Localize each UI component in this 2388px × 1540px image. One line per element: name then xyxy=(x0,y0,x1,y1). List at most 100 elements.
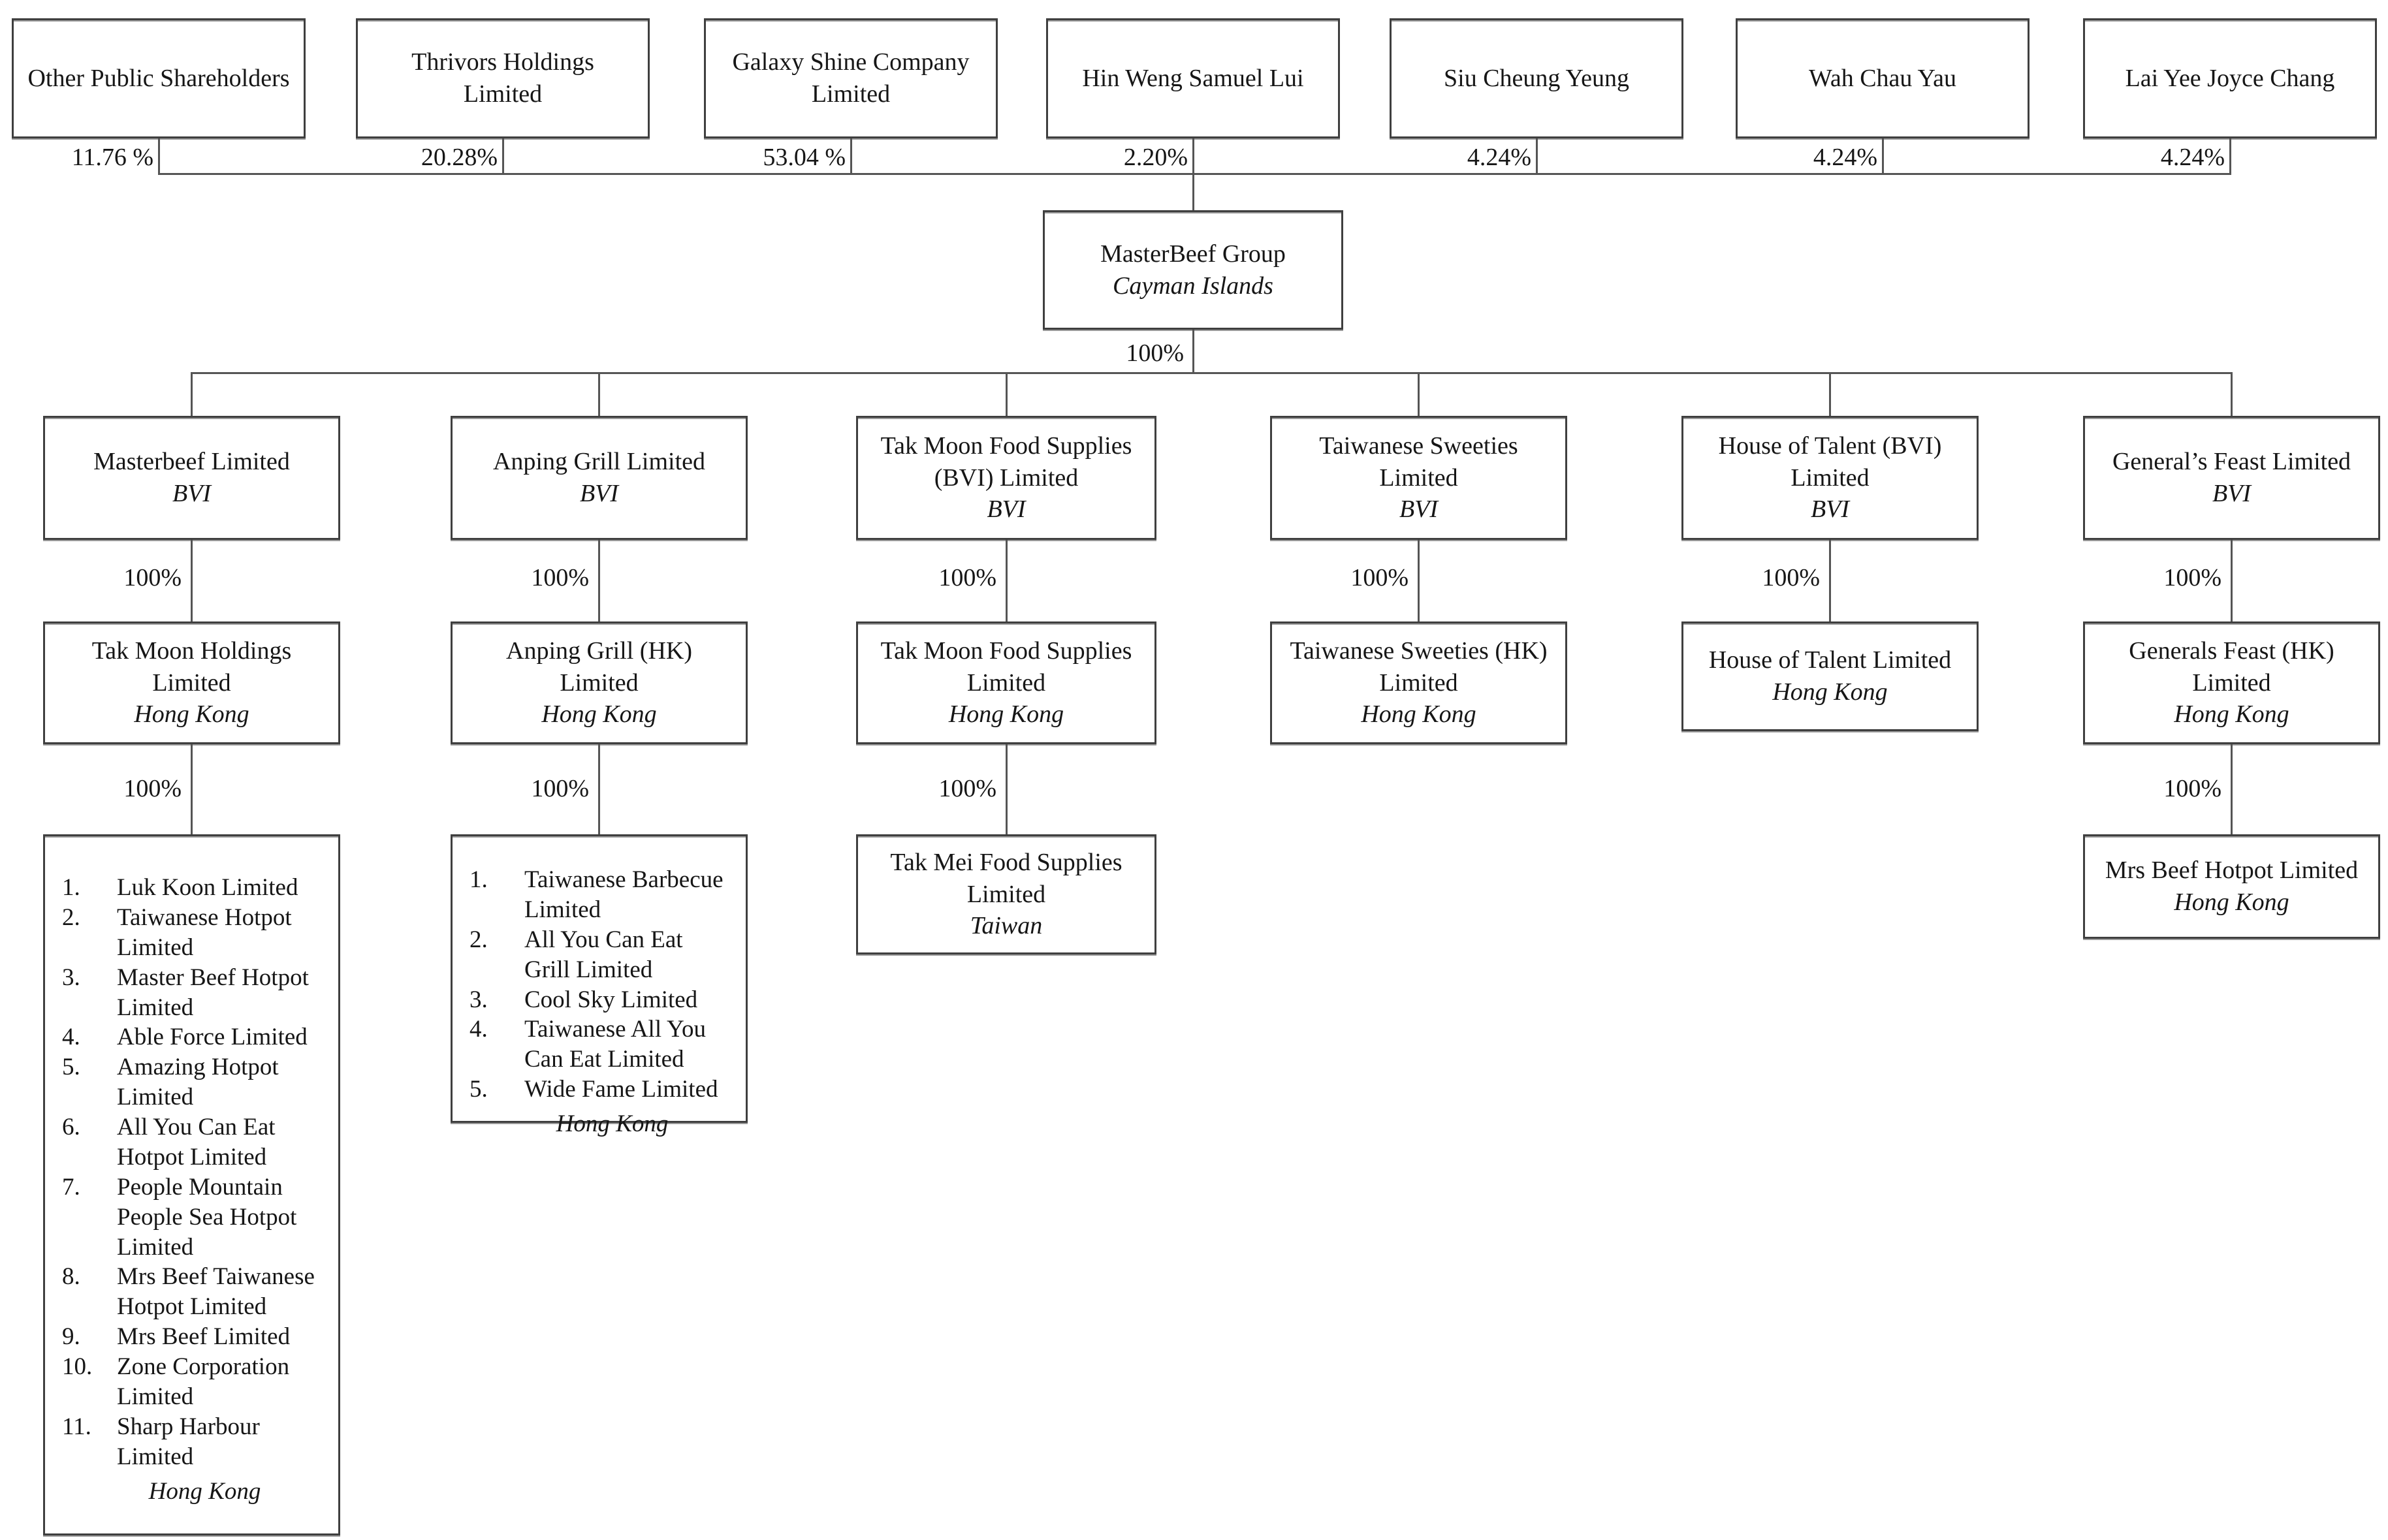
percent-label: 11.76 % xyxy=(71,144,153,171)
subsidiary-list-box-anping-grill: Taiwanese Barbecue Limited All You Can E… xyxy=(451,834,748,1137)
percent-label: 53.04 % xyxy=(763,144,846,171)
company-box-tak-moon-food-supplies: Tak Moon Food Supplies Limited Hong Kong xyxy=(856,621,1156,744)
subsidiary-list: Taiwanese Barbecue Limited All You Can E… xyxy=(453,836,746,1105)
company-name: Anping Grill (HK) Limited xyxy=(506,637,692,697)
list-item: Mrs Beef Limited xyxy=(117,1323,291,1351)
percent-label: 2.20% xyxy=(1123,144,1188,171)
connector-line xyxy=(1829,372,1831,416)
connector-line xyxy=(1418,540,1420,621)
ownership-label: 100% xyxy=(123,775,182,802)
jurisdiction-label: Hong Kong xyxy=(541,700,657,729)
company-name: Tak Moon Food Supplies Limited xyxy=(880,637,1132,697)
company-name: MasterBeef Group xyxy=(1100,240,1286,268)
shareholder-box-siu-cheung-yeung: Siu Cheung Yeung xyxy=(1390,18,1683,138)
connector-line xyxy=(2231,540,2233,621)
ownership-label: 100% xyxy=(1762,564,1820,591)
company-name: Tak Moon Holdings Limited xyxy=(91,637,292,697)
parent-company-box: MasterBeef Group Cayman Islands xyxy=(1043,210,1343,330)
company-box-house-of-talent: House of Talent Limited Hong Kong xyxy=(1681,621,1979,731)
shareholder-box-other-public: Other Public Shareholders xyxy=(12,18,306,138)
connector-line xyxy=(1829,540,1831,621)
connector-line xyxy=(1418,372,1420,416)
connector-line xyxy=(2231,744,2233,834)
connector-line xyxy=(2229,138,2231,175)
connector-line xyxy=(1006,540,1008,621)
company-box-taiwanese-sweeties-hk: Taiwanese Sweeties (HK) Limited Hong Kon… xyxy=(1270,621,1567,744)
company-name: Tak Mei Food Supplies Limited xyxy=(890,849,1122,908)
jurisdiction-label: BVI xyxy=(1399,495,1439,524)
connector-line xyxy=(1882,138,1884,175)
jurisdiction-label: Hong Kong xyxy=(948,700,1064,729)
jurisdiction-label: Hong Kong xyxy=(134,700,249,729)
list-item: Master Beef Hotpot Limited xyxy=(117,964,309,1021)
ownership-label: 100% xyxy=(531,564,589,591)
list-item: Luk Koon Limited xyxy=(117,874,298,901)
company-box-generals-feast-hk: Generals Feast (HK) Limited Hong Kong xyxy=(2083,621,2380,744)
list-item: People Mountain People Sea Hotpot Limite… xyxy=(117,1173,297,1261)
jurisdiction-label: Hong Kong xyxy=(2174,888,2289,916)
shareholder-box-hin-weng-samuel-lui: Hin Weng Samuel Lui xyxy=(1046,18,1340,138)
list-item: Taiwanese Barbecue Limited xyxy=(524,866,724,923)
list-item: Zone Corporation Limited xyxy=(117,1353,290,1410)
connector-line xyxy=(191,540,193,621)
connector-line xyxy=(502,138,504,175)
company-box-tak-mei-food-supplies: Tak Mei Food Supplies Limited Taiwan xyxy=(856,834,1156,954)
ownership-label: 100% xyxy=(938,775,996,802)
company-name: Hin Weng Samuel Lui xyxy=(1082,64,1304,92)
list-item: Able Force Limited xyxy=(117,1024,308,1051)
company-name: Lai Yee Joyce Chang xyxy=(2125,64,2335,92)
connector-line xyxy=(1192,173,1194,210)
jurisdiction-label: BVI xyxy=(987,495,1026,524)
company-box-anping-grill-hk: Anping Grill (HK) Limited Hong Kong xyxy=(451,621,748,744)
connector-line xyxy=(598,744,600,834)
company-name: General’s Feast Limited xyxy=(2112,448,2351,476)
company-box-anping-grill-limited: Anping Grill Limited BVI xyxy=(451,416,748,540)
connector-line xyxy=(1006,372,1008,416)
company-name: Tak Moon Food Supplies (BVI) Limited xyxy=(880,432,1132,492)
list-item: Mrs Beef Taiwanese Hotpot Limited xyxy=(117,1263,315,1321)
list-item: Wide Fame Limited xyxy=(524,1076,718,1103)
connector-line xyxy=(191,372,193,416)
ownership-label: 100% xyxy=(531,775,589,802)
ownership-label: 100% xyxy=(938,564,996,591)
jurisdiction-label: Hong Kong xyxy=(1361,700,1476,729)
company-name: Masterbeef Limited xyxy=(93,448,290,476)
company-box-mrs-beef-hotpot: Mrs Beef Hotpot Limited Hong Kong xyxy=(2083,834,2380,939)
percent-label: 4.24% xyxy=(1467,144,1531,171)
company-name: Generals Feast (HK) Limited xyxy=(2129,637,2334,697)
jurisdiction-label: Hong Kong xyxy=(556,1110,669,1137)
connector-line xyxy=(598,372,600,416)
ownership-label: 100% xyxy=(1350,564,1409,591)
percent-label: 4.24% xyxy=(2160,144,2225,171)
ownership-label: 100% xyxy=(123,564,182,591)
company-name: Siu Cheung Yeung xyxy=(1444,64,1629,92)
connector-line xyxy=(191,744,193,834)
company-name: House of Talent (BVI) Limited xyxy=(1718,432,1942,492)
company-box-generals-feast-limited: General’s Feast Limited BVI xyxy=(2083,416,2380,540)
company-box-taiwanese-sweeties-limited: Taiwanese Sweeties Limited BVI xyxy=(1270,416,1567,540)
jurisdiction-label: Hong Kong xyxy=(148,1477,261,1505)
company-box-tak-moon-holdings: Tak Moon Holdings Limited Hong Kong xyxy=(43,621,340,744)
jurisdiction-label: Taiwan xyxy=(970,912,1043,940)
company-name: Galaxy Shine Company Limited xyxy=(732,48,970,108)
connector-line xyxy=(158,173,2231,175)
list-item: All You Can Eat Hotpot Limited xyxy=(117,1114,276,1171)
ownership-label: 100% xyxy=(2163,775,2221,802)
company-name: Thrivors Holdings Limited xyxy=(411,48,594,108)
list-item: Sharp Harbour Limited xyxy=(117,1413,260,1470)
company-name: Taiwanese Sweeties (HK) Limited xyxy=(1290,637,1548,697)
company-name: Mrs Beef Hotpot Limited xyxy=(2105,856,2359,885)
jurisdiction-label: BVI xyxy=(172,480,212,507)
shareholder-box-wah-chau-yau: Wah Chau Yau xyxy=(1736,18,2030,138)
jurisdiction-label: BVI xyxy=(1810,495,1850,524)
connector-line xyxy=(598,540,600,621)
list-item: Taiwanese Hotpot Limited xyxy=(117,904,292,961)
jurisdiction-label: BVI xyxy=(2212,480,2252,507)
ownership-label: 100% xyxy=(2163,564,2221,591)
subsidiary-list: Luk Koon Limited Taiwanese Hotpot Limite… xyxy=(45,836,338,1472)
jurisdiction-label: BVI xyxy=(579,480,619,507)
percent-label: 20.28% xyxy=(421,144,498,171)
connector-line xyxy=(1536,138,1538,175)
percent-label: 4.24% xyxy=(1813,144,1877,171)
